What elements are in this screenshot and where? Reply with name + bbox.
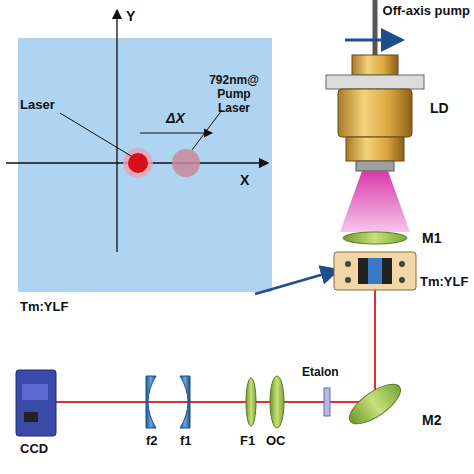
- part-label: Tm:YLF: [20, 300, 68, 315]
- part-label: f2: [146, 434, 158, 449]
- dimension-label: ΔX: [166, 110, 185, 126]
- part-label: CCD: [20, 442, 48, 457]
- part-label: Laser: [20, 98, 55, 113]
- part-label: LD: [430, 100, 449, 116]
- axis-label: Y: [126, 8, 135, 24]
- part-label: OC: [266, 434, 286, 449]
- part-label: M2: [422, 412, 441, 428]
- axis-label: X: [240, 172, 249, 188]
- part-label: Tm:YLF: [420, 275, 468, 290]
- part-label: 792nm@ Pump Laser: [200, 74, 268, 115]
- part-label: Off-axis pump: [383, 4, 470, 19]
- part-label: Etalon: [302, 366, 339, 380]
- part-label: M1: [422, 230, 441, 246]
- part-label: F1: [240, 434, 255, 449]
- part-label: f1: [180, 434, 192, 449]
